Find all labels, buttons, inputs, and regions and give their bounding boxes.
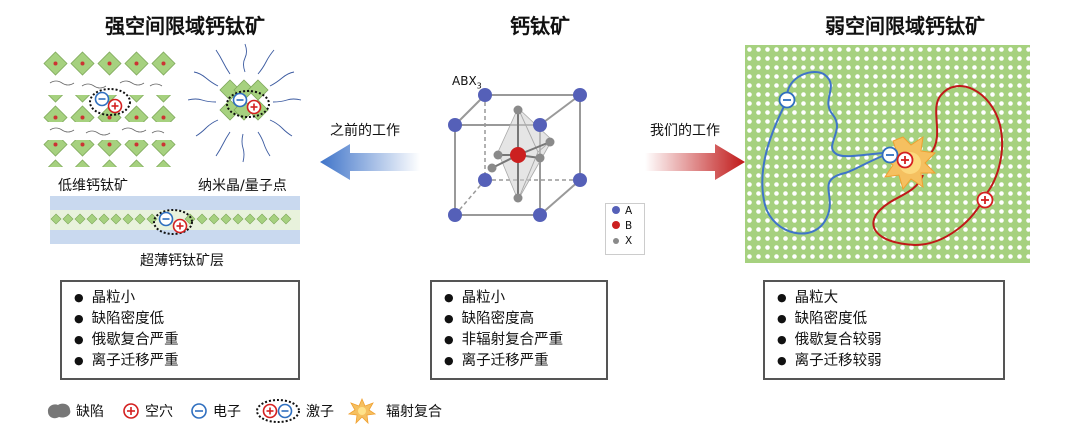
list-item: 离子迁移严重 (74, 351, 286, 372)
legend-electron-label: 电子 (213, 404, 241, 420)
nanocrystal-label: 纳米晶/量子点 (198, 178, 287, 194)
list-item: 晶粒大 (777, 288, 991, 309)
previous-work-label: 之前的工作 (330, 123, 400, 139)
formula-main: ABX (452, 74, 477, 88)
nanocrystal-illustration (188, 43, 302, 163)
legend-hole-label: 空穴 (145, 404, 173, 420)
weak-confinement-lattice (745, 45, 1030, 263)
list-item: 缺陷密度低 (74, 309, 286, 330)
center-properties-box: 晶粒小 缺陷密度高 非辐射复合严重 离子迁移严重 (430, 280, 608, 380)
defect-icon (47, 403, 71, 419)
right-properties-box: 晶粒大 缺陷密度低 俄歇复合较弱 离子迁移较弱 (763, 280, 1005, 380)
atom-legend-b: B (606, 219, 644, 234)
list-item: 非辐射复合严重 (444, 330, 594, 351)
formula-subscript: 3 (476, 81, 482, 91)
list-item: 晶粒小 (74, 288, 286, 309)
low-dim-label: 低维钙钛矿 (58, 178, 128, 194)
exciton-icon (256, 399, 300, 423)
atom-legend-x: X (606, 234, 644, 249)
list-item: 俄歇复合严重 (74, 330, 286, 351)
ultrathin-layer-illustration (50, 196, 300, 244)
legend-defect-label: 缺陷 (76, 404, 104, 420)
perovskite-unit-cell (448, 88, 587, 222)
list-item: 晶粒小 (444, 288, 594, 309)
list-item: 离子迁移较弱 (777, 351, 991, 372)
atom-legend-a: A (606, 204, 644, 219)
left-properties-box: 晶粒小 缺陷密度低 俄歇复合严重 离子迁移严重 (60, 280, 300, 380)
legend-exciton-label: 激子 (306, 404, 334, 420)
electron-icon (191, 403, 207, 419)
center-title: 钙钛矿 (510, 14, 570, 38)
formula-label: ABX3 (452, 74, 482, 90)
hole-icon (123, 403, 139, 419)
list-item: 缺陷密度低 (777, 309, 991, 330)
ultrathin-label: 超薄钙钛矿层 (140, 253, 224, 269)
our-work-label: 我们的工作 (650, 123, 720, 139)
list-item: 俄歇复合较弱 (777, 330, 991, 351)
right-arrow (645, 144, 745, 180)
atom-legend: A B X (605, 203, 645, 255)
radiative-recombination-icon (348, 398, 376, 424)
low-dim-perovskite-illustration (42, 50, 177, 167)
left-title: 强空间限域钙钛矿 (105, 14, 265, 38)
list-item: 缺陷密度高 (444, 309, 594, 330)
left-arrow (320, 144, 420, 180)
list-item: 离子迁移严重 (444, 351, 594, 372)
legend-radiative-label: 辐射复合 (386, 404, 442, 420)
right-title: 弱空间限域钙钛矿 (825, 14, 985, 38)
